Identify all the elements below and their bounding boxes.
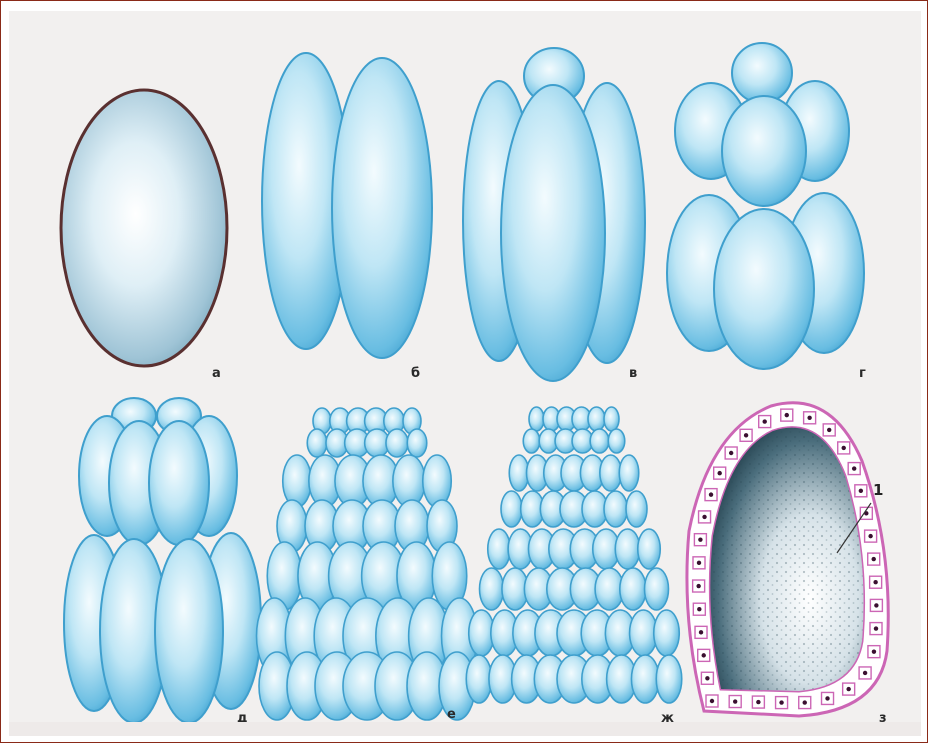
blastomere	[283, 455, 312, 507]
cell-nucleus	[698, 537, 702, 541]
cell-nucleus	[699, 630, 703, 634]
label-blastocoel: 1	[873, 481, 883, 499]
cell-nucleus	[779, 700, 783, 704]
cell-nucleus	[807, 416, 811, 420]
blastomere	[480, 568, 504, 610]
cell-nucleus	[709, 492, 713, 496]
blastomere	[393, 455, 425, 507]
cell-nucleus	[710, 699, 714, 703]
stage-late-morula	[466, 407, 682, 703]
cell-nucleus	[873, 580, 877, 584]
label-stage-b: б	[411, 366, 420, 381]
label-stage-z: з	[879, 711, 887, 726]
cell-nucleus	[827, 428, 831, 432]
label-stage-a: а	[212, 366, 221, 381]
label-stage-d: д	[237, 711, 248, 726]
cell-nucleus	[696, 584, 700, 588]
cell-nucleus	[702, 653, 706, 657]
blastomere	[631, 655, 659, 703]
blastomere	[608, 429, 625, 453]
stage-two-cells	[262, 53, 432, 358]
cell-nucleus	[874, 603, 878, 607]
cell-nucleus	[863, 671, 867, 675]
blastomere	[604, 491, 627, 527]
cell-nucleus	[868, 534, 872, 538]
cell-nucleus	[872, 557, 876, 561]
blastomere	[590, 429, 609, 453]
cell-nucleus	[744, 433, 748, 437]
blastomere	[619, 455, 639, 491]
cell-nucleus	[872, 649, 876, 653]
cell-nucleus	[733, 699, 737, 703]
blastomere	[523, 429, 540, 453]
blastomere	[386, 429, 408, 457]
blastomere	[615, 529, 640, 569]
blastomere	[588, 407, 605, 431]
cell-nucleus	[803, 700, 807, 704]
cell-nucleus	[697, 561, 701, 565]
stage-zygote	[61, 90, 227, 366]
cell-nucleus	[756, 700, 760, 704]
blastomere	[638, 529, 661, 569]
label-stage-g: г	[859, 366, 866, 381]
cell-nucleus	[846, 687, 850, 691]
cell-nucleus	[702, 515, 706, 519]
blastomere	[407, 429, 427, 457]
blastomere	[423, 455, 452, 507]
blastomere	[307, 429, 327, 457]
blastomere	[654, 610, 680, 656]
cell-nucleus	[852, 466, 856, 470]
blastomere	[529, 407, 544, 431]
cell-nucleus	[729, 451, 733, 455]
blastomere	[620, 568, 646, 610]
cell-nucleus	[842, 446, 846, 450]
cell-nucleus	[705, 676, 709, 680]
cell-nucleus	[763, 419, 767, 423]
blastomere	[626, 491, 647, 527]
label-stage-e: е	[447, 707, 456, 722]
label-stage-zh: ж	[661, 711, 674, 726]
stage-eight-cells	[667, 43, 864, 369]
figure-page: а б в г д е ж з 1	[9, 11, 921, 736]
cell-nucleus	[785, 413, 789, 417]
cell-nucleus	[697, 607, 701, 611]
blastomere	[501, 491, 522, 527]
stage-four-cells	[463, 48, 645, 381]
stage-blastula	[687, 403, 888, 716]
stage-morula	[257, 408, 478, 720]
blastomere	[600, 455, 622, 491]
blastomere	[604, 407, 619, 431]
stage-sixteen-cells	[64, 398, 261, 723]
blastomere	[488, 529, 511, 569]
cell-nucleus	[859, 489, 863, 493]
blastomere	[656, 655, 682, 703]
cell-nucleus	[825, 696, 829, 700]
label-stage-v: в	[629, 366, 637, 381]
blastomere	[645, 568, 669, 610]
cell-nucleus	[874, 626, 878, 630]
cleavage-diagram	[9, 11, 921, 736]
cell-nucleus	[717, 471, 721, 475]
blastomere	[466, 655, 492, 703]
